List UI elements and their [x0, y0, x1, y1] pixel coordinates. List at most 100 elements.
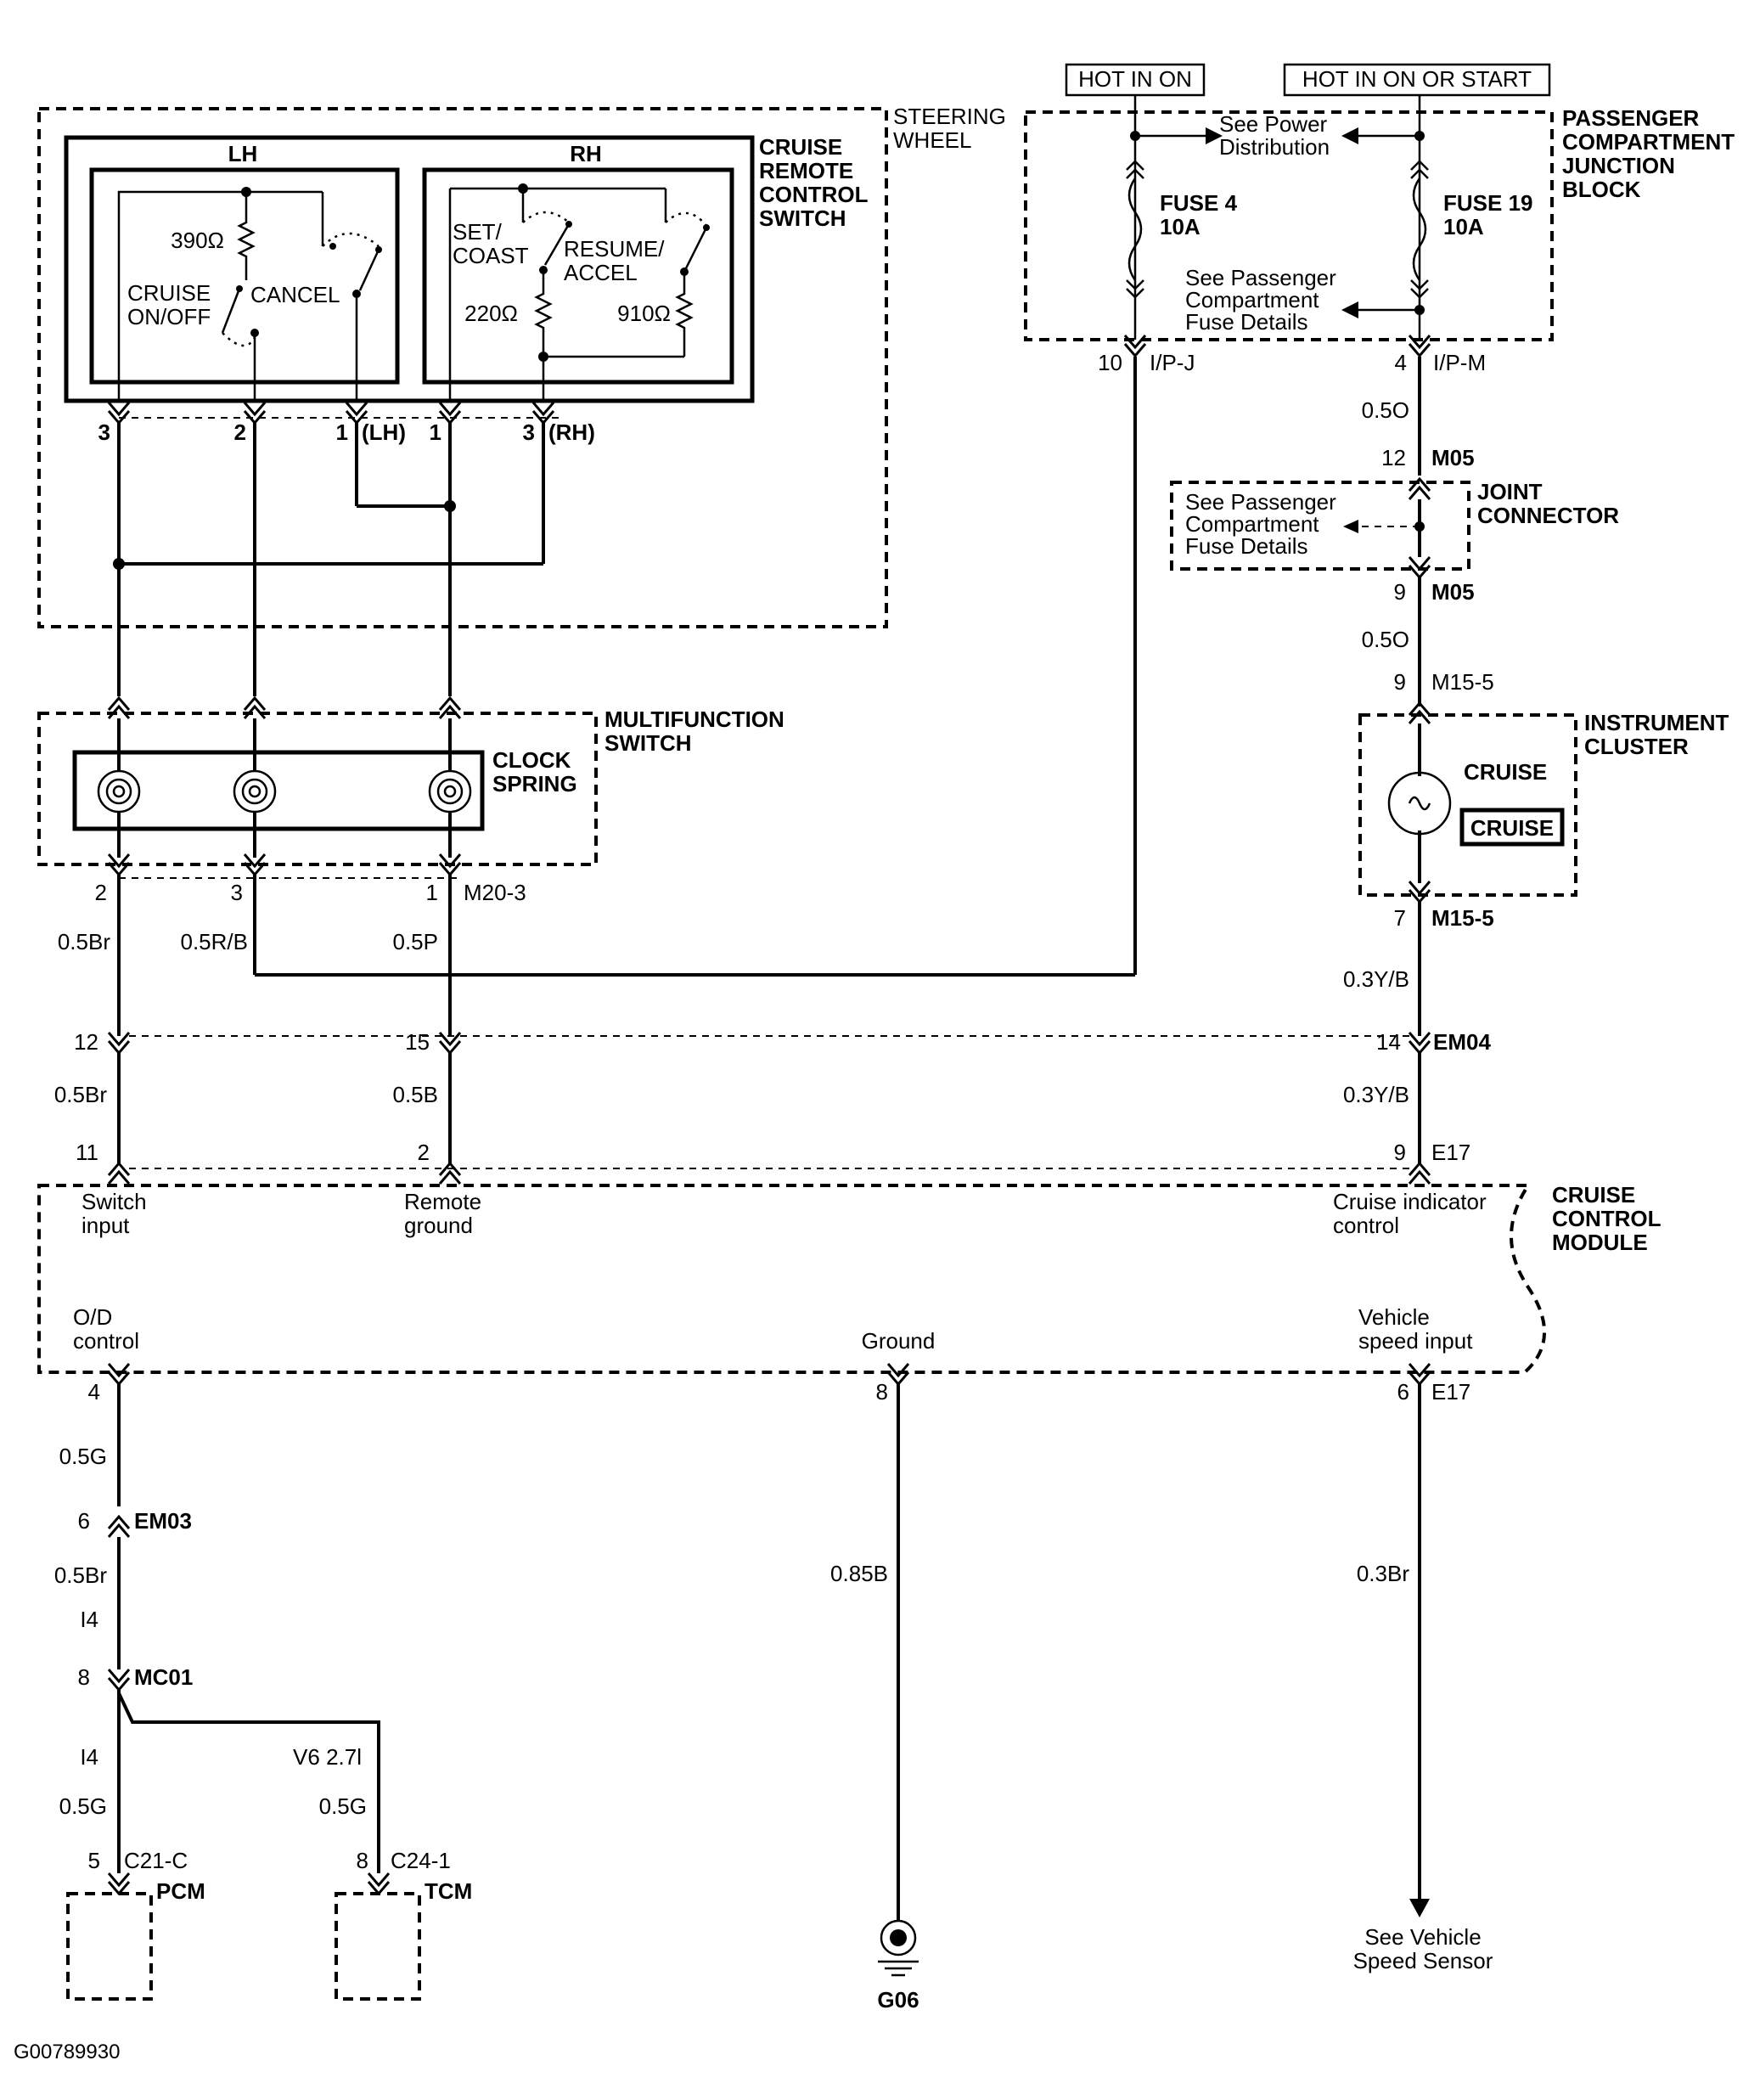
svg-text:1: 1	[430, 419, 441, 445]
svg-text:I/P-M: I/P-M	[1433, 350, 1486, 375]
svg-text:10A: 10A	[1160, 214, 1201, 239]
fuse-4-label: FUSE 4 10A	[1160, 190, 1238, 239]
svg-text:390Ω: 390Ω	[171, 228, 224, 253]
svg-text:0.3Y/B: 0.3Y/B	[1343, 1082, 1409, 1107]
fuse-19-label: FUSE 19 10A	[1443, 190, 1533, 239]
resistor-220-icon	[534, 270, 553, 357]
svg-text:Compartment: Compartment	[1185, 287, 1319, 312]
svg-text:COAST: COAST	[453, 243, 529, 268]
joint-connector-box	[1170, 481, 1470, 571]
svg-text:3: 3	[523, 419, 535, 445]
svg-text:Vehicle: Vehicle	[1358, 1304, 1430, 1330]
clock-spring-coil-icons	[97, 769, 472, 814]
svg-text:REMOTE: REMOTE	[759, 158, 853, 183]
svg-text:8: 8	[357, 1848, 368, 1873]
svg-text:Compartment: Compartment	[1185, 511, 1319, 537]
svg-text:2: 2	[234, 419, 246, 445]
svg-text:0.5O: 0.5O	[1362, 627, 1409, 652]
svg-text:12: 12	[74, 1029, 98, 1055]
ground-label: Ground	[862, 1328, 936, 1354]
cruise-remote-switch-label: CRUISE REMOTE CONTROL SWITCH	[759, 134, 869, 231]
svg-text:ground: ground	[404, 1213, 473, 1238]
cruise-indicator-control-label: Cruise indicator control	[1333, 1189, 1487, 1238]
pcm-box	[66, 1892, 153, 2001]
cruise-control-module-box	[37, 1184, 1546, 1374]
svg-text:15: 15	[405, 1029, 430, 1055]
fuse-4-icon	[1126, 160, 1144, 299]
svg-text:0.5G: 0.5G	[59, 1793, 107, 1819]
svg-text:See Power: See Power	[1219, 111, 1328, 137]
svg-text:See Passenger: See Passenger	[1185, 265, 1336, 290]
tcm-box	[335, 1892, 421, 2001]
svg-text:0.5G: 0.5G	[59, 1444, 107, 1469]
od-control-label: O/D control	[73, 1304, 139, 1354]
svg-text:0.5Br: 0.5Br	[54, 1082, 107, 1107]
svg-text:speed input: speed input	[1358, 1328, 1473, 1354]
figure-id: G00789930	[14, 2041, 120, 2063]
cruise-on-off-label: CRUISE ON/OFF	[127, 280, 211, 329]
svg-text:I4: I4	[80, 1744, 98, 1770]
svg-text:Fuse Details: Fuse Details	[1185, 309, 1308, 335]
svg-text:RESUME/: RESUME/	[564, 236, 665, 262]
see-vehicle-speed-sensor: See Vehicle Speed Sensor	[1353, 1924, 1493, 1973]
svg-text:C24-1: C24-1	[391, 1848, 451, 1873]
svg-text:PASSENGER: PASSENGER	[1562, 105, 1700, 131]
svg-text:I/P-J: I/P-J	[1150, 350, 1195, 375]
svg-text:CONTROL: CONTROL	[1552, 1206, 1662, 1231]
svg-text:4: 4	[1395, 350, 1407, 375]
svg-text:RH: RH	[570, 141, 602, 166]
svg-text:O/D: O/D	[73, 1304, 112, 1330]
see-passenger-fuse-details-joint: See Passenger Compartment Fuse Details	[1185, 489, 1336, 559]
clock-spring-label: CLOCK SPRING	[492, 747, 577, 797]
svg-text:11: 11	[76, 1140, 98, 1165]
svg-text:M05: M05	[1431, 445, 1475, 470]
svg-text:Distribution: Distribution	[1219, 134, 1330, 160]
svg-text:TCM: TCM	[425, 1878, 472, 1904]
svg-text:JOINT: JOINT	[1477, 479, 1543, 504]
cruise-lamp-label: CRUISE	[1464, 759, 1547, 785]
svg-text:MC01: MC01	[134, 1664, 193, 1690]
hot-in-on-label: HOT IN ON	[1065, 63, 1206, 97]
svg-text:9: 9	[1394, 1140, 1406, 1165]
svg-text:CRUISE: CRUISE	[1552, 1182, 1635, 1208]
svg-text:See Vehicle: See Vehicle	[1364, 1924, 1481, 1950]
svg-text:HOT IN ON: HOT IN ON	[1078, 66, 1192, 92]
vehicle-speed-input-label: Vehicle speed input	[1358, 1304, 1473, 1354]
set-coast-label: SET/ COAST	[453, 219, 529, 268]
clock-spring-box	[72, 750, 485, 831]
svg-text:CONTROL: CONTROL	[759, 182, 869, 207]
svg-text:14: 14	[1376, 1029, 1401, 1055]
svg-text:E17: E17	[1431, 1140, 1470, 1165]
svg-text:7: 7	[1394, 905, 1406, 931]
svg-text:Fuse Details: Fuse Details	[1185, 533, 1308, 559]
svg-text:910Ω: 910Ω	[617, 301, 671, 326]
svg-text:CLUSTER: CLUSTER	[1584, 734, 1689, 759]
svg-text:ACCEL: ACCEL	[564, 260, 638, 285]
svg-text:0.3Br: 0.3Br	[1357, 1561, 1409, 1586]
multifunction-switch-label: MULTIFUNCTION SWITCH	[604, 707, 784, 756]
svg-text:(RH): (RH)	[548, 419, 595, 445]
svg-text:M15-5: M15-5	[1431, 905, 1494, 931]
svg-text:0.3Y/B: 0.3Y/B	[1343, 966, 1409, 992]
rh-switch-box	[422, 167, 734, 385]
svg-text:M20-3: M20-3	[464, 880, 526, 905]
svg-text:0.5G: 0.5G	[319, 1793, 367, 1819]
lh-switch-box	[89, 167, 400, 385]
svg-text:BLOCK: BLOCK	[1562, 177, 1641, 202]
svg-text:PCM: PCM	[156, 1878, 205, 1904]
svg-text:8: 8	[876, 1379, 888, 1405]
steering-wheel-box	[37, 107, 888, 628]
svg-text:0.5O: 0.5O	[1362, 397, 1409, 423]
svg-text:SPRING: SPRING	[492, 771, 577, 797]
svg-text:Switch: Switch	[82, 1189, 147, 1214]
ground-g06-icon	[878, 1919, 919, 1977]
svg-text:FUSE 4: FUSE 4	[1160, 190, 1238, 216]
svg-text:8: 8	[78, 1664, 90, 1690]
svg-text:0.5Br: 0.5Br	[54, 1562, 107, 1588]
svg-text:Cruise indicator: Cruise indicator	[1333, 1189, 1487, 1214]
svg-text:CONNECTOR: CONNECTOR	[1477, 503, 1619, 528]
svg-text:10: 10	[1098, 350, 1122, 375]
svg-text:HOT IN ON OR START: HOT IN ON OR START	[1302, 66, 1532, 92]
see-passenger-fuse-details-top: See Passenger Compartment Fuse Details	[1185, 265, 1336, 335]
